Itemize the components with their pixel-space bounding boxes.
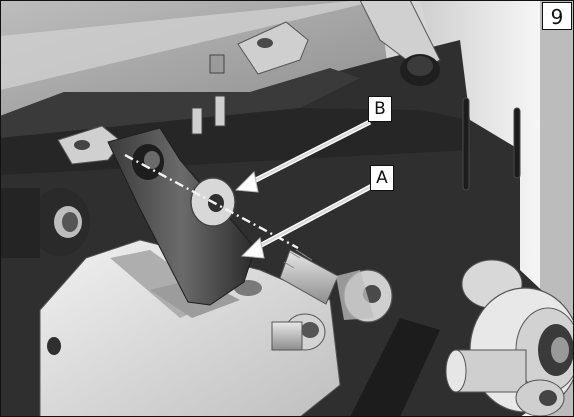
assembly-axis-line [124, 153, 299, 250]
callout-arrow-b [234, 119, 372, 193]
callout-label-b: B [368, 96, 392, 122]
step-number-badge: 9 [542, 2, 572, 30]
callout-arrow-a [240, 183, 374, 259]
callout-label-a: A [370, 165, 394, 191]
motor-housing [420, 258, 574, 417]
shoulder-bolt-a [279, 249, 393, 323]
